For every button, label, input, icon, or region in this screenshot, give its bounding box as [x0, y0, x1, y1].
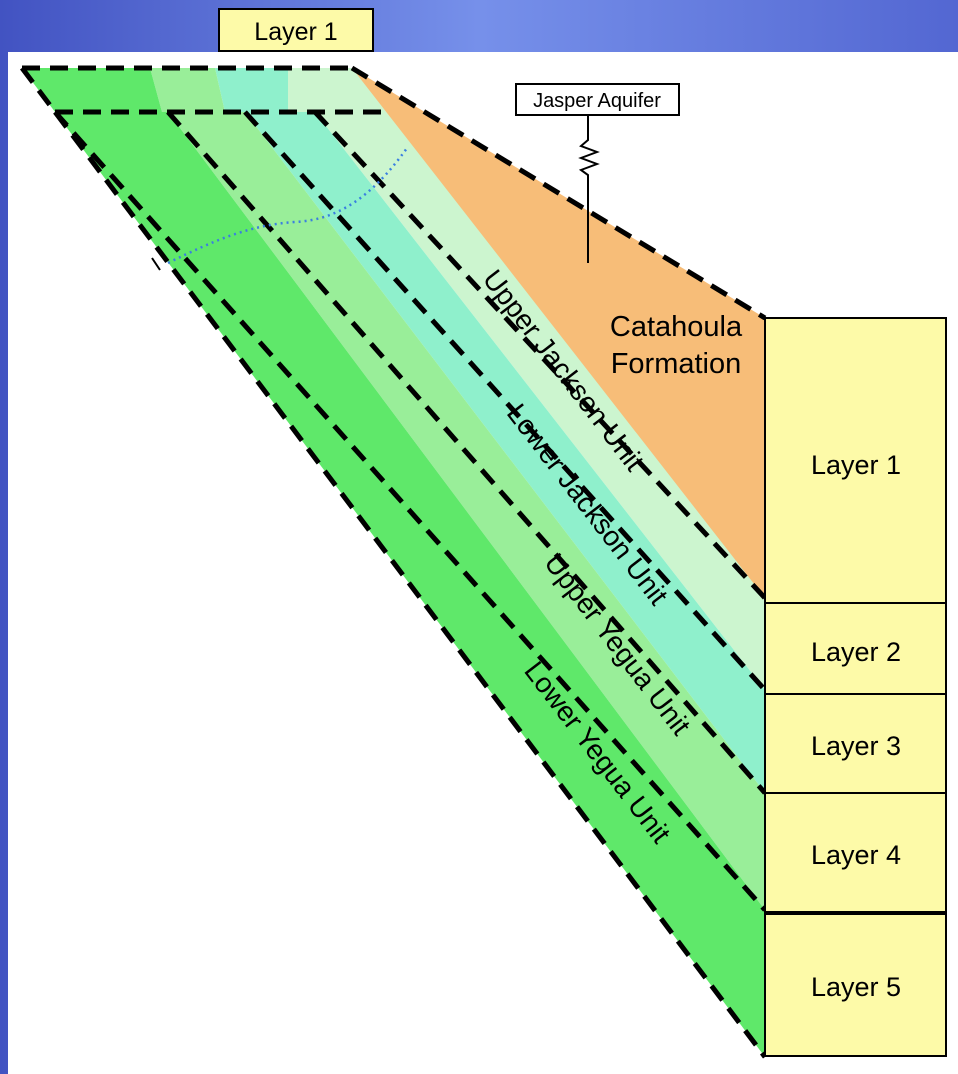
jasper-aquifer-label: Jasper Aquifer [533, 90, 661, 112]
jasper-aquifer-marker: Jasper Aquifer [515, 83, 680, 263]
dotted-line [167, 147, 409, 265]
jasper-aquifer-stem [578, 115, 600, 263]
layer-label-5: Layer 5 [811, 972, 901, 1002]
dotted-line-tick [151, 257, 161, 271]
dashed-boundaries [20, 65, 767, 1059]
boundary-outer [20, 66, 767, 1059]
layer-label-2: Layer 2 [811, 637, 901, 667]
layer-label-1: Layer 1 [811, 450, 901, 480]
upper-jackson-band [288, 68, 765, 690]
catahoula-label-line2: Formation [611, 348, 742, 380]
layer-label-4: Layer 4 [811, 840, 901, 870]
catahoula-label-line1: Catahoula [610, 311, 743, 343]
boundary-catahoula-top [350, 65, 767, 321]
lower-jackson-band [215, 68, 765, 793]
catahoula-label: Catahoula Formation [610, 311, 743, 380]
upper-yegua-band [150, 68, 765, 910]
layer-column: Layer 1 Layer 2 Layer 3 Layer 4 Layer 5 [764, 317, 947, 1057]
layer-box-2 [764, 602, 947, 695]
boundary-lower-jackson-base [166, 110, 767, 795]
boundary-upper-jackson-base [243, 110, 767, 692]
top-layer-label: Layer 1 [218, 8, 374, 52]
top-layer-label-text: Layer 1 [254, 18, 337, 46]
layer-box-4 [764, 792, 947, 913]
layer-box-5 [764, 913, 947, 1057]
layer-box-3 [764, 693, 947, 794]
jasper-aquifer-box [515, 83, 680, 116]
boundary-upper-yegua-base [53, 110, 767, 912]
layer-box-1 [764, 317, 947, 604]
layer-label-3: Layer 3 [811, 731, 901, 761]
